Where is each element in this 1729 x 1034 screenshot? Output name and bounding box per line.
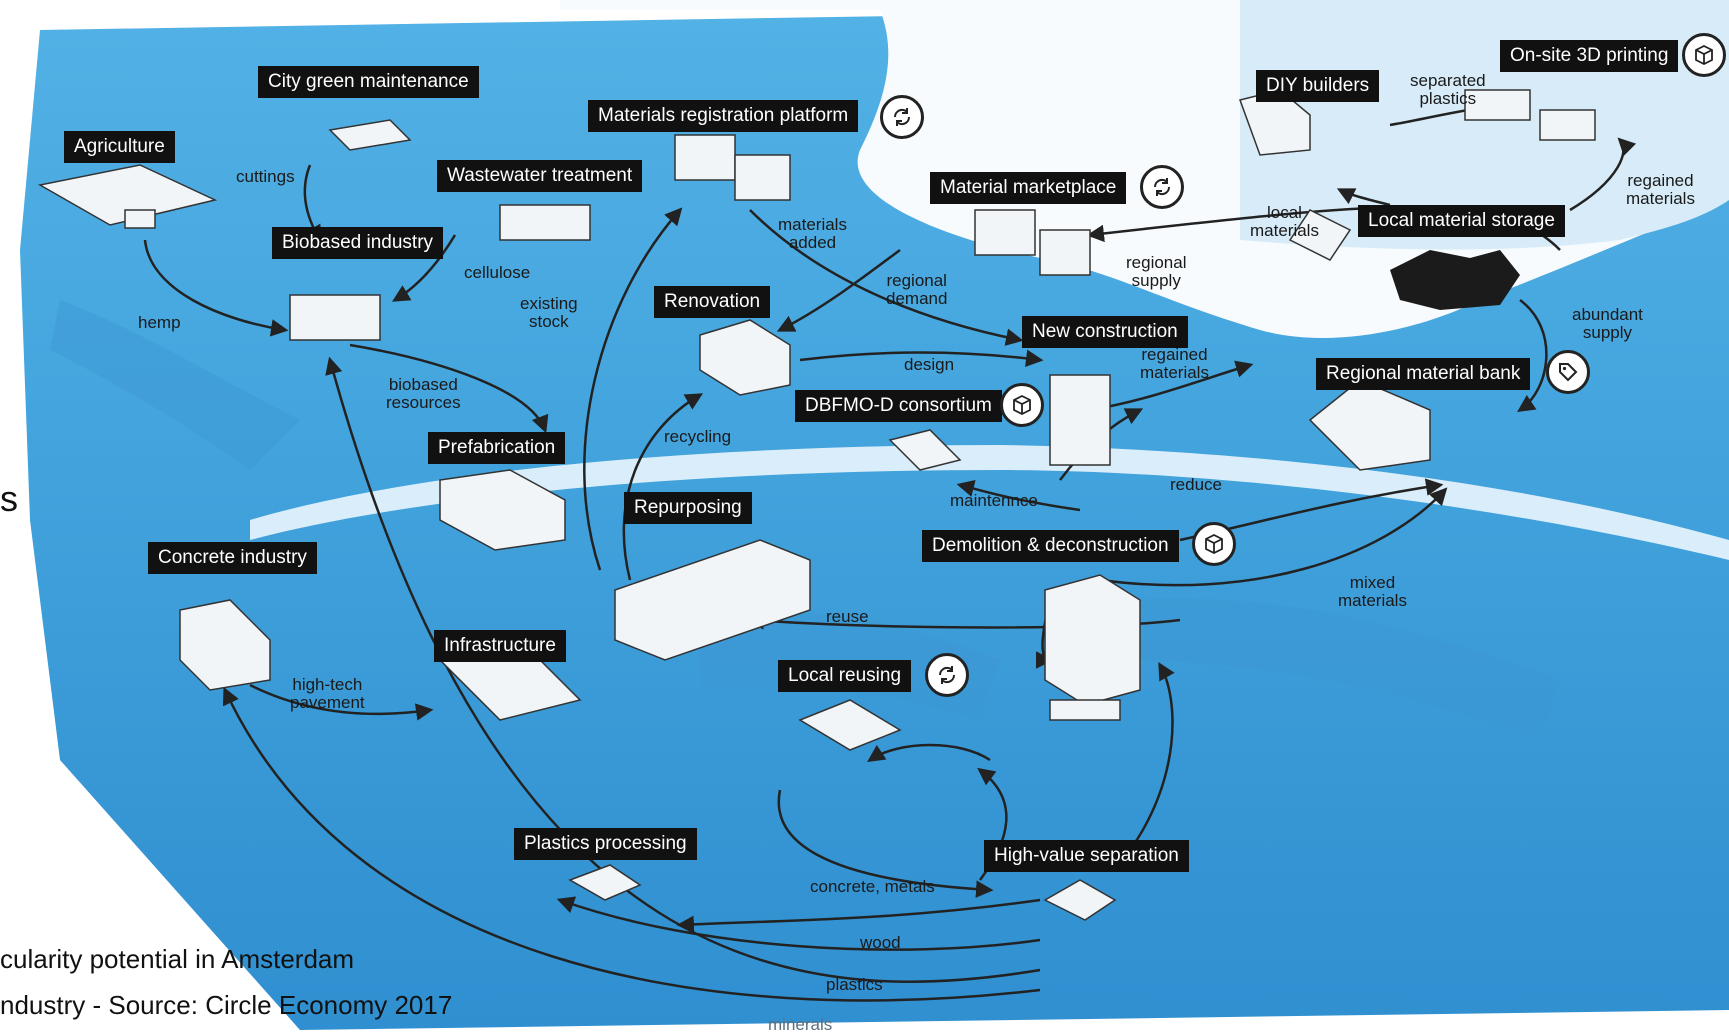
flow-design: design (904, 355, 955, 374)
node-diy-builders: DIY builders (1256, 70, 1380, 102)
flow-concrete-metals: concrete, metals (810, 877, 935, 896)
flow-reuse: reuse (826, 607, 869, 626)
node-renovation: Renovation (654, 286, 771, 318)
recycle-icon (1140, 165, 1184, 209)
flow-plastics: plastics (826, 975, 883, 994)
node-prefabrication: Prefabrication (428, 432, 566, 464)
node-infrastructure: Infrastructure (434, 630, 566, 662)
node-local-reusing: Local reusing (778, 660, 912, 692)
cube-icon (1000, 383, 1044, 427)
flow-cuttings: cuttings (236, 167, 295, 186)
flow-regained-materials-top: regained materials (1626, 171, 1695, 208)
node-high-value-separation: High-value separation (984, 840, 1189, 872)
node-materials-registration-platform: Materials registration platform (588, 100, 859, 132)
caption-line-1: cularity potential in Amsterdam (0, 944, 355, 974)
recycle-icon (880, 95, 924, 139)
caption-line-2: ndustry - Source: Circle Economy 2017 (0, 990, 453, 1020)
tag-icon (1546, 350, 1590, 394)
flow-maintennce: maintennce (950, 491, 1038, 510)
flow-regional-demand: regional demand (886, 271, 948, 308)
flow-existing-stock: existing stock (520, 294, 578, 331)
figure-caption: cularity potential in Amsterdam ndustry … (0, 936, 452, 1028)
node-agriculture: Agriculture (64, 131, 175, 163)
flow-regained-materials-mid: regained materials (1140, 345, 1209, 382)
node-wastewater-treatment: Wastewater treatment (437, 160, 643, 192)
node-city-green-maintenance: City green maintenance (258, 66, 479, 98)
node-demolition-deconstruction: Demolition & deconstruction (922, 530, 1179, 562)
printer-icon (1682, 33, 1726, 77)
flow-wood: wood (860, 933, 901, 952)
recycle-icon (925, 653, 969, 697)
flow-biobased-resources: biobased resources (386, 375, 461, 412)
river (250, 445, 1729, 560)
left-edge-text-fragment: s (0, 478, 18, 519)
flow-materials-added: materials added (778, 215, 847, 252)
flow-separated-plastics: separated plastics (1410, 71, 1486, 108)
node-regional-material-bank: Regional material bank (1316, 358, 1531, 390)
node-onsite-3d-printing: On-site 3D printing (1500, 40, 1679, 72)
flow-reduce: reduce (1170, 475, 1222, 494)
flow-high-tech-pavement: high-tech pavement (290, 675, 365, 712)
node-new-construction: New construction (1022, 316, 1188, 348)
node-local-material-storage: Local material storage (1358, 205, 1565, 237)
flow-regional-supply: regional supply (1126, 253, 1187, 290)
flow-minerals: minerals (768, 1015, 833, 1034)
flow-cellulose: cellulose (464, 263, 531, 282)
node-repurposing: Repurposing (624, 492, 752, 524)
node-concrete-industry: Concrete industry (148, 542, 317, 574)
flow-local-materials: local materials (1250, 203, 1319, 240)
flow-abundant-supply: abundant supply (1572, 305, 1643, 342)
flow-mixed-materials: mixed materials (1338, 573, 1407, 610)
node-plastics-processing: Plastics processing (514, 828, 697, 860)
cube-icon (1192, 522, 1236, 566)
node-dbfmo-d-consortium: DBFMO-D consortium (795, 390, 1002, 422)
flow-recycling: recycling (664, 427, 732, 446)
node-biobased-industry: Biobased industry (272, 227, 444, 259)
flow-hemp: hemp (138, 313, 181, 332)
node-material-marketplace: Material marketplace (930, 172, 1127, 204)
